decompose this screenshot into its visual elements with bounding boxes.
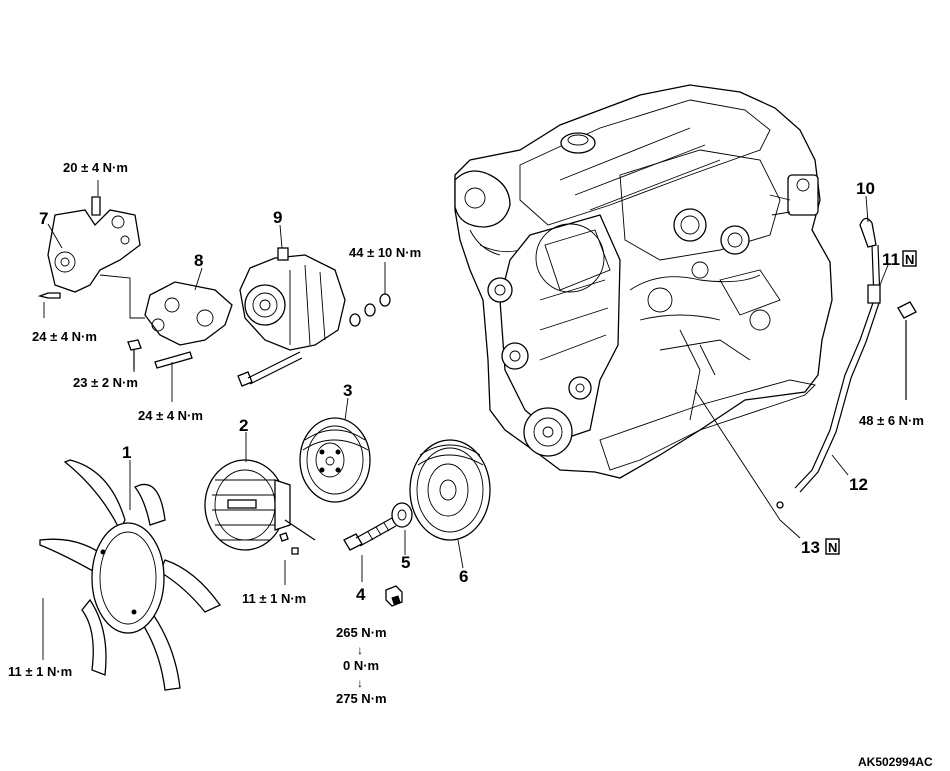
torque-label: 20 ± 4 N·m bbox=[63, 160, 128, 175]
new-part-mark-13: N bbox=[825, 538, 840, 555]
torque-label: 44 ± 10 N·m bbox=[349, 245, 421, 260]
callout-8: 8 bbox=[194, 251, 203, 270]
torque-label: 23 ± 2 N·m bbox=[73, 375, 138, 390]
callout-11: 11 bbox=[882, 250, 900, 269]
callout-1: 1 bbox=[122, 443, 131, 462]
engine-assembly bbox=[454, 84, 917, 493]
torque-label: 24 ± 4 N·m bbox=[32, 329, 97, 344]
callout-12: 12 bbox=[849, 475, 868, 494]
torque-label: 11 ± 1 N·m bbox=[8, 664, 72, 679]
leader-lines bbox=[42, 180, 889, 660]
callout-7: 7 bbox=[39, 209, 48, 228]
callout-6: 6 bbox=[459, 567, 468, 586]
callout-9: 9 bbox=[273, 208, 282, 227]
callout-3: 3 bbox=[343, 381, 352, 400]
svg-text:N: N bbox=[828, 540, 837, 555]
crank-bolt-torque-step-2: 0 N·m bbox=[343, 658, 379, 673]
torque-label: 48 ± 6 N·m bbox=[859, 413, 924, 428]
svg-text:N: N bbox=[905, 252, 914, 267]
part-7-bracket bbox=[37, 196, 141, 299]
callout-10: 10 bbox=[856, 179, 875, 198]
part-5-washer bbox=[391, 502, 413, 528]
crank-bolt-torque-step-1: 265 N·m bbox=[336, 625, 387, 640]
callout-4: 4 bbox=[356, 585, 366, 604]
callout-2: 2 bbox=[239, 416, 248, 435]
part-3-pulley bbox=[299, 417, 371, 503]
sequence-arrow: ↓ bbox=[357, 643, 363, 657]
callout-5: 5 bbox=[401, 553, 410, 572]
figure-id: AK502994AC bbox=[858, 755, 933, 769]
part-9-alternator bbox=[237, 247, 391, 387]
part-8-alternator-bracket bbox=[99, 274, 233, 370]
crank-bolt-torque-step-3: 275 N·m bbox=[336, 691, 387, 706]
part-4-crankshaft-bolt bbox=[343, 517, 403, 607]
torque-label: 11 ± 1 N·m bbox=[242, 591, 306, 606]
torque-label: 24 ± 4 N·m bbox=[138, 408, 203, 423]
new-part-mark-11: N bbox=[902, 250, 917, 267]
callout-13: 13 bbox=[801, 538, 820, 557]
part-6-damper-pulley bbox=[409, 439, 491, 541]
part-2-fan-clutch bbox=[204, 459, 316, 555]
sequence-arrow: ↓ bbox=[357, 676, 363, 690]
part-1-cooling-fan bbox=[39, 459, 221, 691]
